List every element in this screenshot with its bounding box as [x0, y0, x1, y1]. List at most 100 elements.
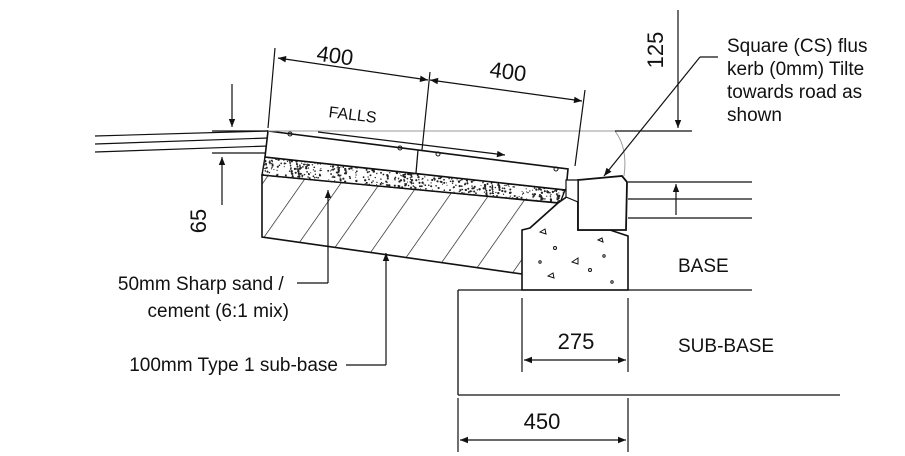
bedding-grain — [498, 186, 501, 189]
bedding-grain — [280, 162, 283, 165]
bedding-grain — [417, 188, 419, 190]
bedding-grain — [446, 184, 448, 186]
bedding-grain — [539, 193, 541, 196]
bedding-grain — [355, 176, 357, 178]
bedding-grain — [401, 175, 403, 177]
bedding-grain — [484, 188, 487, 190]
kerb-note-leader — [603, 56, 718, 177]
bedding-grain — [425, 187, 427, 190]
dimension-125: 125 — [643, 32, 668, 69]
bedding-grain — [339, 176, 341, 178]
bedding-grain — [482, 181, 484, 184]
bedding-grain — [485, 190, 488, 192]
bedding-grain — [264, 160, 267, 163]
bedding-grain — [497, 191, 500, 195]
bedding-grain — [521, 190, 523, 193]
bedding-grain — [355, 172, 357, 174]
bedding-grain — [409, 178, 412, 180]
bedding-grain — [532, 189, 534, 191]
bedding-grain — [525, 188, 527, 190]
kerb-note-line-4: shown — [727, 105, 782, 126]
bedding-grain — [427, 179, 429, 181]
bedding-grain — [386, 177, 389, 180]
bedding-grain — [355, 170, 358, 173]
bedding-grain — [518, 195, 520, 197]
bedding-grain — [278, 164, 281, 167]
bedding-grain — [355, 179, 358, 183]
bedding-grain — [386, 184, 389, 187]
bedding-grain — [307, 176, 309, 178]
bedding-grain — [334, 180, 336, 182]
bedding-grain — [314, 170, 316, 172]
bedding-grain — [492, 191, 494, 193]
bedding-grain — [489, 192, 492, 195]
bedding-grain — [526, 191, 528, 193]
bedding-grain — [424, 184, 427, 187]
bedding-grain — [269, 163, 271, 165]
bedding-grain — [290, 168, 292, 170]
kerb-note-line-1: Square (CS) flus — [727, 36, 867, 57]
paving-joints — [415, 149, 419, 174]
kerb-note: Square (CS) flus kerb (0mm) Tilte toward… — [727, 36, 873, 126]
bedding-grain — [297, 168, 299, 171]
bedding-grain — [307, 167, 310, 169]
bedding-grain — [502, 193, 505, 195]
bedding-grain — [264, 167, 266, 170]
bedding-grain — [470, 180, 473, 183]
bedding-grain — [386, 181, 388, 184]
bedding-grain — [305, 163, 306, 165]
bedding-grain — [276, 169, 278, 172]
bedding-grain — [307, 164, 310, 167]
bedding-grain — [382, 182, 384, 185]
bedding-grain — [299, 165, 301, 168]
bedding-grain — [291, 175, 294, 178]
bedding-grain — [276, 165, 279, 168]
bedding-grain — [501, 187, 504, 189]
dimension-kerb-height — [615, 10, 692, 215]
bedding-grain — [337, 166, 339, 168]
bedding-grain — [403, 179, 406, 182]
bedding-grain — [491, 185, 494, 188]
bedding-grain — [333, 168, 336, 170]
bedding-grain — [265, 163, 267, 166]
bedding-grain — [406, 177, 409, 180]
bedding-grain — [562, 192, 565, 194]
bedding-grain — [428, 184, 430, 186]
bedding-grain — [270, 162, 272, 165]
bedding-grain — [313, 166, 316, 169]
bedding-grain — [317, 163, 319, 165]
sub-base-label: SUB-BASE — [678, 336, 774, 357]
bedding-grain — [418, 185, 422, 188]
bedding-grain — [380, 171, 382, 174]
bedding-grain — [406, 181, 409, 183]
bedding-grain — [380, 178, 382, 180]
bedding-grain — [285, 175, 287, 177]
base-label: BASE — [678, 256, 729, 277]
bedding-grain — [525, 198, 528, 200]
bedding-grain — [443, 181, 446, 184]
bedding-grain — [424, 176, 426, 178]
bedding-grain — [414, 186, 417, 190]
bedding-grain — [374, 176, 376, 179]
bedding-grain — [513, 194, 516, 198]
kerb-note-line-3: towards road as — [727, 82, 862, 103]
bedding-grain — [265, 166, 268, 169]
bedding-grain — [473, 190, 476, 193]
bedding-grain — [546, 195, 548, 197]
bedding-grain — [451, 178, 453, 180]
bedding-grain — [343, 172, 346, 175]
bedding-grain — [267, 174, 269, 177]
bedding-grain — [492, 195, 495, 198]
bedding-grain — [455, 184, 457, 186]
existing-surface-lines — [94, 130, 269, 153]
bedding-grain — [413, 185, 415, 188]
bedding-grain — [449, 180, 452, 183]
bedding-grain — [298, 173, 300, 176]
bedding-grain — [398, 180, 401, 183]
bedding-grain — [268, 171, 271, 174]
dimension-paver-depth — [212, 84, 268, 205]
bedding-grain — [453, 191, 455, 193]
bedding-grain — [417, 175, 420, 179]
bedding-grain — [372, 170, 375, 173]
bedding-grain — [372, 180, 374, 182]
